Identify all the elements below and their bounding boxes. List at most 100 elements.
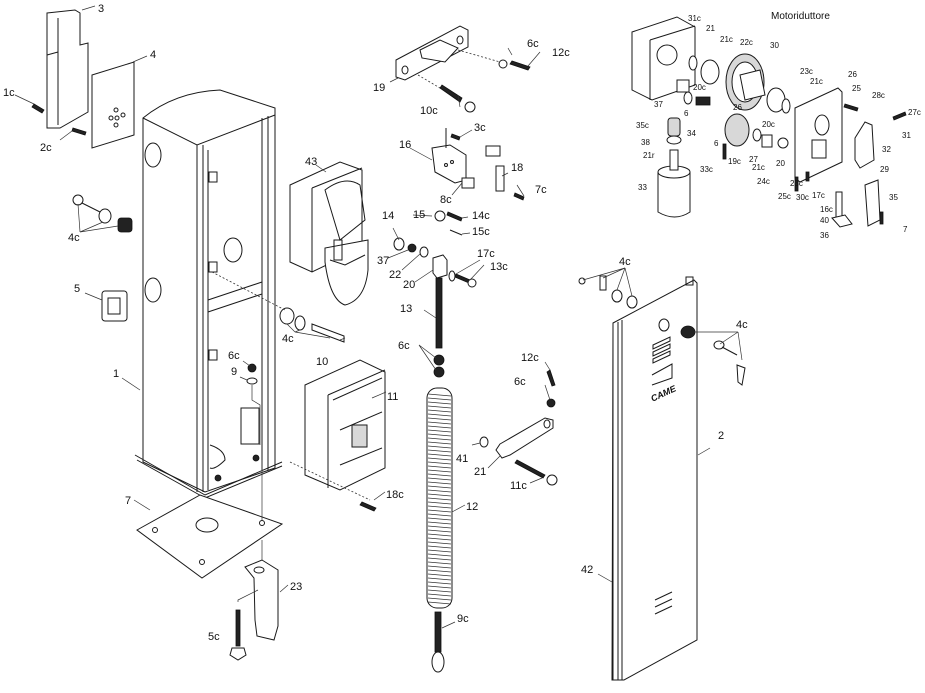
screw-7c: [513, 192, 525, 201]
plate-part-19: [395, 25, 501, 89]
label-m-25c: 25c: [778, 192, 791, 201]
label-m-33: 33: [638, 183, 647, 192]
bearing-22c: [700, 59, 720, 85]
screw-14c: [446, 211, 463, 222]
nut-part-37: [407, 243, 417, 253]
label-part-21: 21: [474, 466, 486, 478]
label-6c-left: 6c: [228, 350, 240, 362]
label-m-21: 21: [706, 24, 715, 33]
label-6c-lever: 6c: [514, 376, 526, 388]
anchor-bracket-part-23: [244, 559, 279, 641]
screw-1c: [31, 103, 45, 114]
ring-part-22: [419, 246, 429, 258]
label-m-30: 30: [770, 41, 779, 50]
label-part-1: 1: [113, 368, 119, 380]
label-m-27c: 27c: [908, 108, 921, 117]
label-9c: 9c: [457, 613, 469, 625]
plate-27: [761, 134, 773, 148]
nut-6c-rod-b: [433, 366, 445, 378]
label-part-9: 9: [231, 366, 237, 378]
label-part-43: 43: [305, 156, 317, 168]
gear-26: [724, 113, 750, 147]
lock-cylinder-left: [72, 194, 133, 233]
cover-35: [864, 179, 881, 227]
label-m-35: 35: [889, 193, 898, 202]
pin-19c: [722, 143, 727, 160]
gearmotor-part-43: [289, 161, 369, 306]
label-m-7: 7: [903, 225, 908, 234]
label-part-3: 3: [98, 3, 104, 15]
label-m-25: 25: [852, 84, 861, 93]
label-m-30c: 30c: [796, 193, 809, 202]
door-panel-part-2: [611, 276, 698, 681]
washer-4c-a: [279, 307, 295, 325]
spring-part-12: [426, 387, 453, 609]
screw-3c: [450, 133, 461, 141]
label-m-16c: 16c: [820, 205, 833, 214]
label-4c-door-right: 4c: [736, 319, 748, 331]
label-4c-left: 4c: [68, 232, 80, 244]
bar-part-10: [311, 323, 345, 343]
label-m-33c: 33c: [700, 165, 713, 174]
label-part-15: 15: [413, 209, 425, 221]
label-part-22: 22: [389, 269, 401, 281]
label-m-21r: 21r: [643, 151, 655, 160]
label-m-31c: 31c: [688, 14, 701, 23]
electric-motor-33: [657, 117, 691, 218]
label-m-37: 37: [654, 100, 663, 109]
label-m-20c-b: 20c: [762, 120, 775, 129]
label-m-34: 34: [687, 129, 696, 138]
label-15c: 15c: [472, 226, 490, 238]
control-box-part-11: [289, 359, 386, 501]
label-m-26: 26: [848, 70, 857, 79]
eye-bolt-9c: [431, 611, 445, 673]
motor-part-labels: 31c 21 21c 22c 30 23c 21c 26 25 28c 27c …: [636, 14, 921, 240]
label-1c: 1c: [3, 87, 15, 99]
lever-part-21: [495, 417, 554, 459]
label-part-7: 7: [125, 495, 131, 507]
label-m-21c-c: 21c: [752, 163, 765, 172]
label-10c: 10c: [420, 105, 438, 117]
seal-ring: [688, 55, 698, 71]
washer-9: [246, 377, 258, 385]
pin-7: [879, 211, 884, 225]
screw-28c: [843, 103, 859, 112]
plate-part-4: [91, 61, 135, 149]
gasket-21c: [777, 137, 789, 149]
label-18c: 18c: [386, 489, 404, 501]
washer-4c-b: [294, 315, 306, 331]
section-title: Motoriduttore: [771, 11, 830, 22]
bolt-10c: [439, 84, 476, 113]
pin-15c: [449, 229, 463, 236]
label-m-36: 36: [820, 231, 829, 240]
microswitch: [485, 145, 501, 157]
screw-18c: [359, 501, 377, 512]
label-m-32: 32: [882, 145, 891, 154]
nut-6c-lever: [546, 398, 556, 408]
label-m-20: 20: [776, 159, 785, 168]
label-m-28c: 28c: [872, 91, 885, 100]
leader-lines: [14, 5, 743, 629]
label-12c-top: 12c: [552, 47, 570, 59]
release-lever-32: [854, 121, 875, 169]
nut-6c-rod-a: [433, 354, 445, 366]
part-labels: 3 4 1c 2c 4c 5 1 6c 9 7 23 5c 4c 10 43 1…: [3, 3, 748, 643]
label-m-6: 6: [684, 109, 689, 118]
label-part-2: 2: [718, 430, 724, 442]
label-m-6-b: 6: [714, 139, 719, 148]
label-m-23c: 23c: [800, 67, 813, 76]
bushing-part-14: [393, 237, 405, 251]
bracket-part-3: [46, 9, 89, 129]
screw-25c: [794, 176, 799, 192]
ring-20c: [683, 91, 693, 105]
bushing-part-41: [479, 436, 489, 448]
label-part-20: 20: [403, 279, 415, 291]
label-part-18: 18: [511, 162, 523, 174]
bracket-36: [831, 214, 853, 228]
screw-12c-lever: [546, 369, 556, 387]
label-m-27: 27: [749, 155, 758, 164]
label-6c-top: 6c: [527, 38, 539, 50]
plate-part-18: [495, 165, 505, 192]
washer-17c: [448, 270, 456, 282]
